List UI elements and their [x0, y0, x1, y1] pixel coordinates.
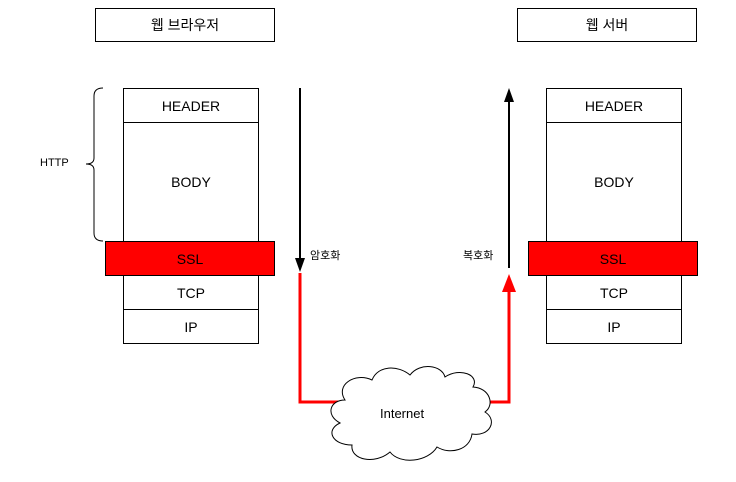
server-tcp-layer: TCP	[546, 275, 682, 310]
internet-label: Internet	[380, 406, 425, 421]
internet-cloud-icon	[330, 366, 492, 461]
browser-tcp-layer: TCP	[123, 275, 259, 310]
server-header-layer: HEADER	[546, 88, 682, 123]
decrypt-label: 복호화	[463, 250, 494, 262]
server-body-layer: BODY	[546, 122, 682, 242]
server-ip-layer: IP	[546, 309, 682, 344]
browser-ssl-layer: SSL	[105, 241, 275, 276]
server-ssl-layer: SSL	[528, 241, 698, 276]
http-brace	[85, 87, 104, 242]
server-title: 웹 서버	[517, 8, 697, 42]
decrypt-up-arrowhead	[504, 88, 514, 102]
encrypt-arrowhead	[295, 258, 305, 272]
browser-title: 웹 브라우저	[95, 8, 275, 42]
browser-ip-layer: IP	[123, 309, 259, 344]
encrypt-label: 암호화	[310, 250, 341, 262]
browser-header-layer: HEADER	[123, 88, 259, 123]
decrypt-arrowhead	[502, 274, 516, 292]
browser-body-layer: BODY	[123, 122, 259, 242]
http-label: HTTP	[40, 157, 69, 169]
